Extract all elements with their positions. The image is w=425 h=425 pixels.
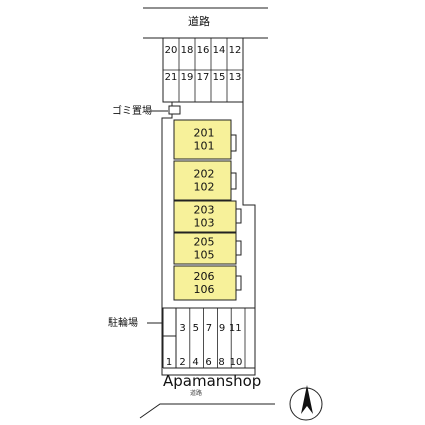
parking-slot-label: 16 bbox=[197, 45, 210, 56]
bicycle-area bbox=[162, 307, 177, 337]
parking-slot-label: 15 bbox=[213, 72, 226, 83]
road-bottom-label: 道路 bbox=[190, 389, 202, 397]
unit-number-lower: 103 bbox=[194, 217, 215, 230]
parking-slot-label: 20 bbox=[165, 45, 178, 56]
north-arrow-icon bbox=[289, 385, 323, 421]
watermark: Apamanshop bbox=[163, 372, 261, 390]
garbage-box bbox=[168, 105, 181, 115]
parking-slot-label: 5 bbox=[193, 323, 199, 334]
parking-slot-label: 21 bbox=[165, 72, 178, 83]
parking-slot-label: 4 bbox=[192, 357, 198, 368]
parking-slot-label: 3 bbox=[179, 323, 185, 334]
parking-slot-label: 6 bbox=[205, 357, 211, 368]
parking-slot-label: 7 bbox=[206, 323, 212, 334]
unit-number-upper: 201 bbox=[194, 127, 215, 140]
unit-number-lower: 105 bbox=[194, 249, 215, 262]
parking-slot-label: 14 bbox=[213, 45, 226, 56]
road-bottom-line bbox=[139, 403, 275, 419]
parking-slot-label: 18 bbox=[181, 45, 194, 56]
unit-number-upper: 203 bbox=[194, 204, 215, 217]
parking-slot-label: 8 bbox=[218, 357, 224, 368]
road-top-label: 道路 bbox=[188, 14, 210, 28]
unit-number-upper: 206 bbox=[194, 270, 215, 283]
parking-slot-label: 10 bbox=[230, 357, 243, 368]
unit-number-lower: 101 bbox=[194, 140, 215, 153]
parking-slot-label: 12 bbox=[229, 45, 242, 56]
unit-number-lower: 106 bbox=[194, 283, 215, 296]
parking-slot-label: 17 bbox=[197, 72, 210, 83]
parking-slot-label: 1 bbox=[166, 357, 172, 368]
garbage-label: ゴミ置場 bbox=[112, 104, 152, 117]
parking-slot-label: 9 bbox=[219, 323, 225, 334]
parking-slot-label: 19 bbox=[181, 72, 194, 83]
parking-slot-label: 11 bbox=[229, 323, 242, 334]
unit-number-lower: 102 bbox=[194, 181, 215, 194]
unit-number-upper: 202 bbox=[194, 168, 215, 181]
unit-number-upper: 205 bbox=[194, 236, 215, 249]
parking-slot-label: 2 bbox=[179, 357, 185, 368]
bicycle-label: 駐輪場 bbox=[108, 316, 138, 329]
parking-slot-label: 13 bbox=[229, 72, 242, 83]
